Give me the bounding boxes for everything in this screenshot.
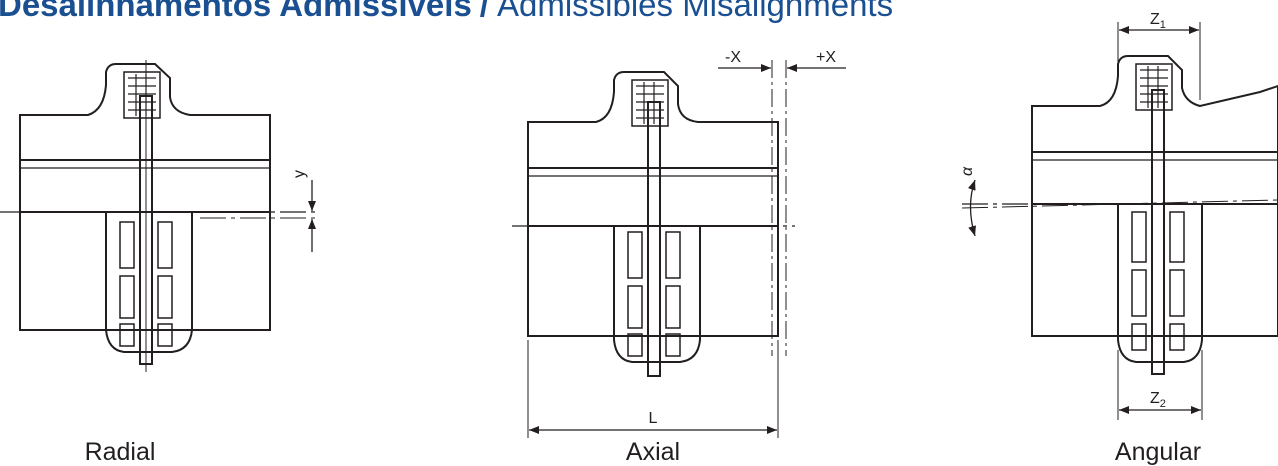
- axial-minus-label: -X: [725, 49, 741, 66]
- radial-gear-teeth: [119, 221, 173, 347]
- axial-spline-pocket: [631, 79, 669, 127]
- angular-z1-label: Z1: [1150, 11, 1166, 31]
- axial-lower-hub: [613, 226, 701, 363]
- angular-caption: Angular: [1115, 438, 1201, 466]
- axial-lower-sleeve: [527, 225, 779, 337]
- angular-z2-label-sub: 2: [1160, 398, 1166, 410]
- page-title: Desalinhamentos Admissíveis / Admissibles …: [0, 0, 893, 24]
- angular-gear-teeth: [1131, 211, 1185, 351]
- axial-caption: Axial: [626, 438, 680, 466]
- title-portuguese: Desalinhamentos Admissíveis: [0, 0, 472, 23]
- axial-view: -X +X L Axial: [512, 49, 846, 466]
- radial-lower-hub: [105, 212, 193, 353]
- axial-sleeve-plate: [647, 101, 661, 377]
- radial-view: y Radial: [0, 60, 320, 466]
- radial-lower-sleeve: [19, 211, 271, 331]
- angular-z1-label-main: Z: [1150, 11, 1160, 28]
- radial-upper-hub-section: [19, 63, 271, 161]
- radial-caption: Radial: [85, 438, 156, 466]
- axial-length-label: L: [649, 410, 658, 427]
- angular-lower-sleeve: [1031, 203, 1278, 337]
- axial-gear-teeth: [627, 231, 681, 357]
- angular-spline-teeth: [1140, 66, 1168, 108]
- title-separator: /: [479, 0, 489, 23]
- axial-upper-sleeve: [527, 167, 779, 227]
- angular-z2-label: Z2: [1150, 390, 1166, 410]
- axial-upper-hub-section: [527, 71, 779, 169]
- angular-lower-hub: [1117, 204, 1203, 363]
- radial-spline-pocket: [123, 71, 161, 119]
- angular-z1-label-sub: 1: [1160, 19, 1166, 31]
- angular-tilted-axis: [961, 199, 1278, 209]
- angular-angle-arc: [967, 179, 976, 237]
- angular-z2-label-main: Z: [1150, 390, 1160, 407]
- angular-view: α Z1 Z2 Angular: [959, 11, 1278, 466]
- angular-spline-pocket: [1135, 63, 1173, 111]
- angular-angle-label: α: [959, 166, 976, 176]
- radial-offset-label: y: [291, 170, 308, 178]
- angular-upper-hub-section: [1031, 55, 1278, 153]
- title-english: Admissibles Misalignments: [496, 0, 894, 23]
- axial-plus-label: +X: [816, 49, 836, 66]
- angular-sleeve-plate: [1151, 89, 1165, 375]
